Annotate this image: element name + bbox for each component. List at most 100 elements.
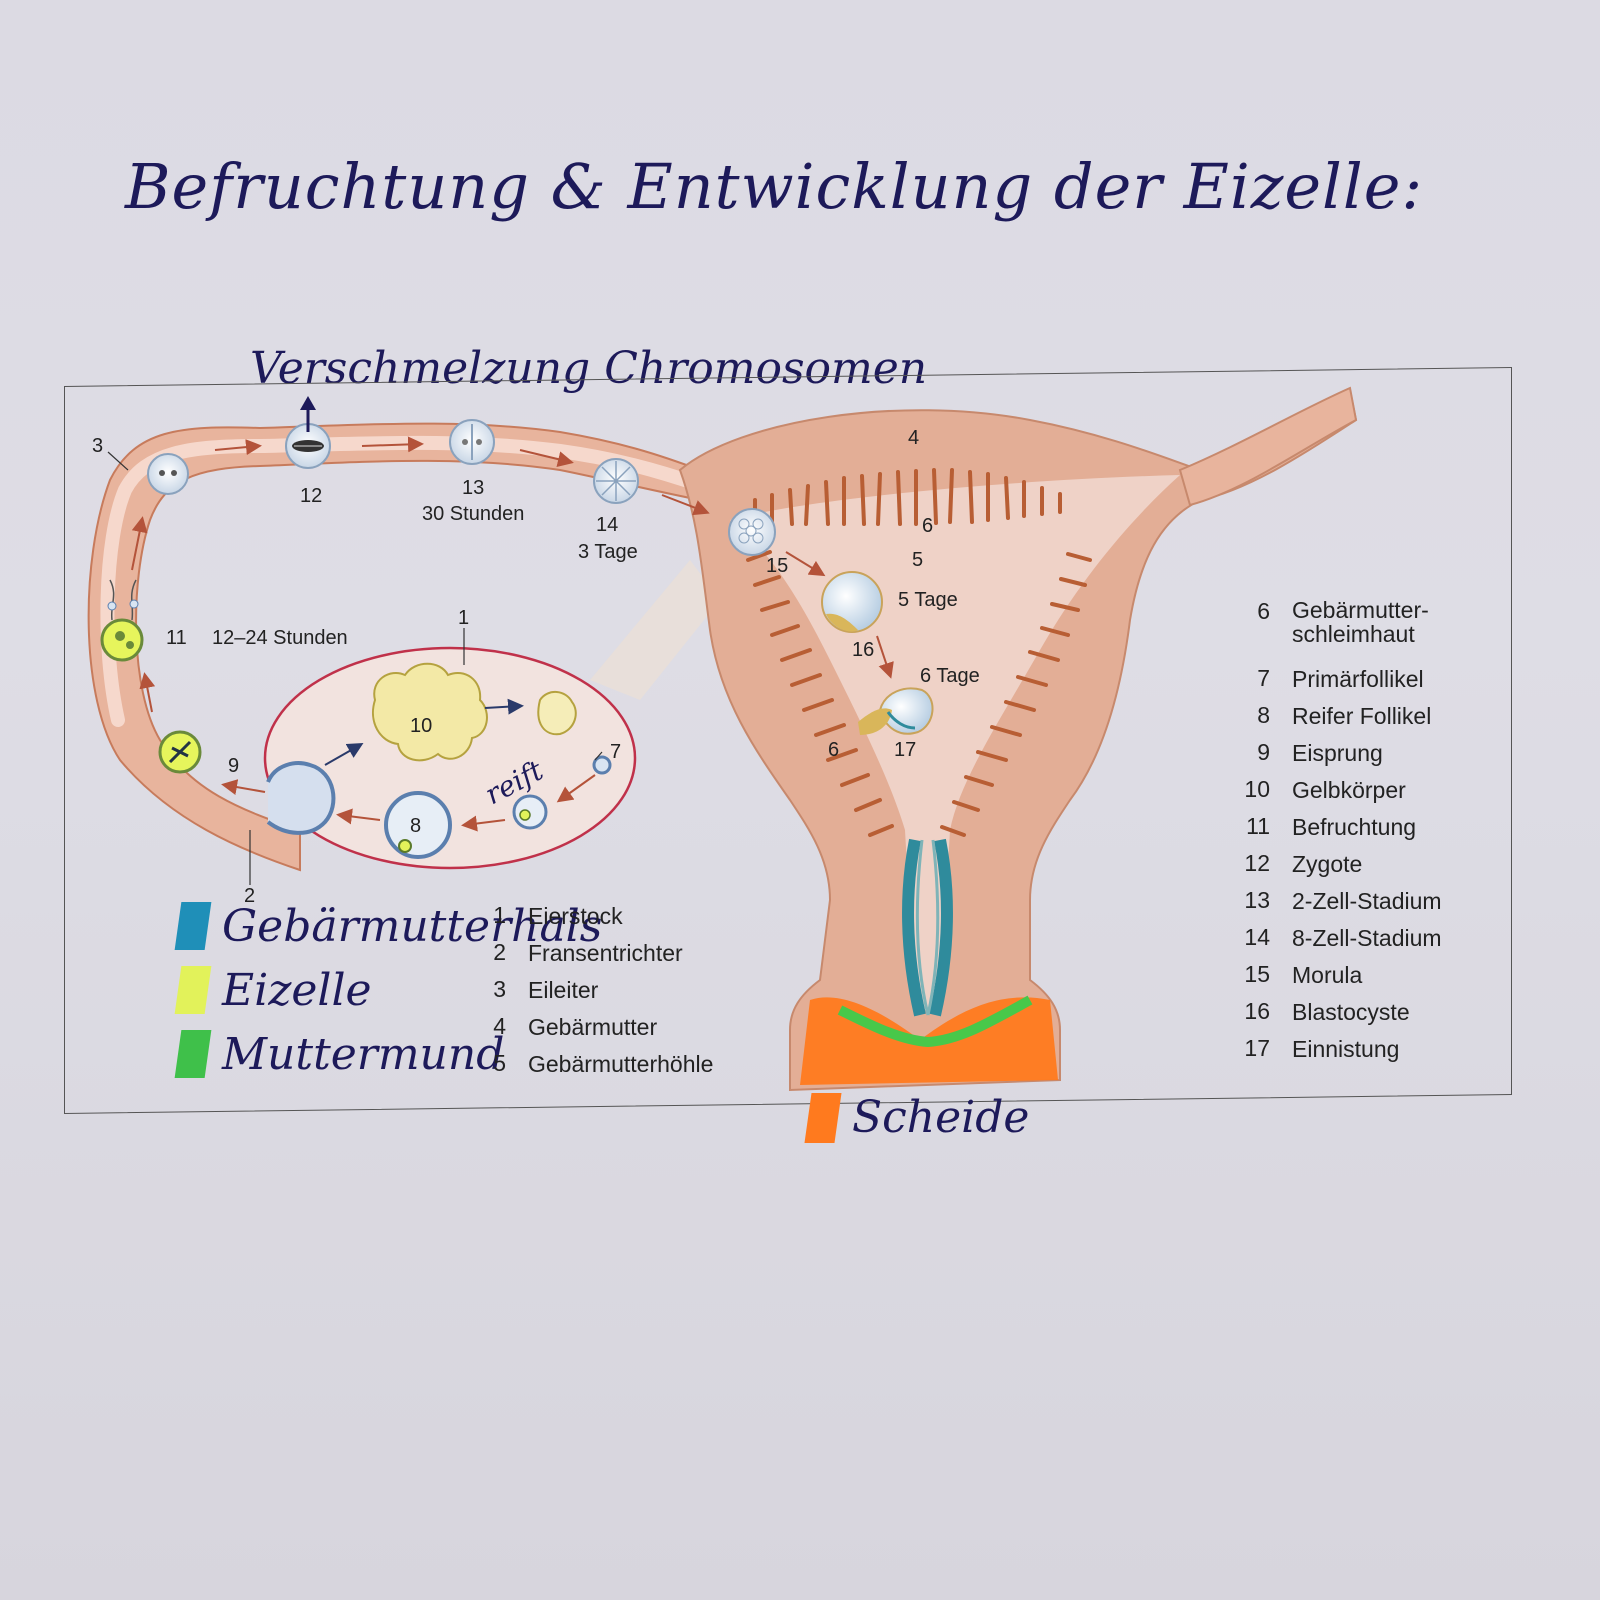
- leader-line: [107, 451, 129, 471]
- endometrium-right: [940, 552, 1092, 837]
- cervix: [902, 838, 926, 1017]
- os-swatch: [174, 1030, 212, 1078]
- label-12-24-hours: 12–24 Stunden: [212, 627, 348, 649]
- endometrium-top: [753, 468, 1062, 526]
- label-17: 17: [894, 739, 916, 761]
- transport-arrow: [131, 516, 148, 571]
- fertilization-cell: [100, 579, 144, 662]
- color-key: Gebärmutterhals Eizelle Muttermund: [174, 894, 603, 1086]
- color-key-row: Gebärmutterhals: [174, 894, 603, 958]
- morula-cell: [728, 508, 776, 556]
- ovary-arrow: [556, 774, 596, 803]
- leader-line: [594, 751, 603, 761]
- label-14: 14: [596, 514, 618, 536]
- transport-arrow: [139, 672, 156, 713]
- label-16: 16: [852, 639, 874, 661]
- corpus-albicans: [537, 691, 577, 736]
- cervix-canal: [915, 839, 940, 1016]
- label-12: 12: [300, 485, 322, 507]
- label-3: 3: [92, 435, 103, 457]
- implanting-blastocyst: [858, 687, 934, 735]
- cervix-right: [929, 838, 953, 1017]
- color-key-label: Gebärmutterhals: [222, 900, 603, 952]
- label-30-hours: 30 Stunden: [422, 503, 524, 525]
- label-4: 4: [908, 427, 919, 449]
- transport-arrow: [785, 551, 826, 577]
- growing-follicle: [512, 794, 548, 830]
- transport-arrow: [361, 436, 424, 453]
- vagina-key-label: Scheide: [852, 1092, 1030, 1143]
- label-6-left: 6: [828, 739, 839, 761]
- label-8: 8: [410, 815, 421, 837]
- label-10: 10: [410, 715, 432, 737]
- blastocyst-cell: [821, 571, 883, 633]
- ovary-arrow: [484, 698, 524, 715]
- endometrium-left: [746, 550, 894, 837]
- egg-swatch: [174, 966, 212, 1014]
- ovary-arrow: [336, 808, 381, 825]
- label-9: 9: [228, 755, 239, 777]
- label-15: 15: [766, 555, 788, 577]
- label-6-top: 6: [922, 515, 933, 537]
- page-title: Befruchtung & Entwicklung der Eizelle:: [125, 150, 1424, 223]
- label-6-days: 6 Tage: [920, 665, 980, 687]
- external-os: [837, 995, 1033, 1048]
- ovarian-ligament: [590, 560, 720, 700]
- egg-after-ovulation: [158, 730, 202, 774]
- note-arrowhead: [300, 396, 316, 410]
- chromosome-fusion-note: Verschmelzung Chromosomen: [250, 343, 928, 394]
- follicle-oocyte: [398, 839, 412, 853]
- color-key-row: Muttermund: [174, 1022, 602, 1086]
- growing-follicle-oocyte: [519, 809, 531, 821]
- transport-arrow: [214, 439, 262, 456]
- label-13: 13: [462, 477, 484, 499]
- vagina-key: Scheide: [804, 1092, 1030, 1143]
- transport-arrow: [519, 449, 574, 467]
- primary-follicle: [592, 755, 612, 775]
- label-5: 5: [912, 549, 923, 571]
- color-key-label: Eizelle: [222, 964, 372, 1016]
- cervix-swatch: [174, 902, 212, 950]
- label-5-days: 5 Tage: [898, 589, 958, 611]
- ovary-arrow: [324, 743, 364, 766]
- ovary-arrow: [461, 815, 506, 832]
- ovulation-arrow: [221, 779, 266, 795]
- color-key-row: Eizelle: [174, 958, 602, 1022]
- color-key-label: Muttermund: [222, 1028, 505, 1080]
- label-1: 1: [458, 607, 469, 629]
- pronuclei-cell: [147, 453, 189, 495]
- transport-arrow: [661, 494, 710, 516]
- label-3-days: 3 Tage: [578, 541, 638, 563]
- two-cell-stage: [449, 419, 495, 465]
- transport-arrow: [876, 635, 894, 679]
- label-11: 11: [166, 627, 187, 649]
- label-2: 2: [244, 885, 255, 907]
- ruptured-follicle: [266, 761, 336, 835]
- label-7: 7: [610, 741, 621, 763]
- right-tube: [1178, 386, 1358, 507]
- corpus-luteum: [372, 662, 488, 762]
- vagina-swatch: [804, 1092, 842, 1143]
- eight-cell-stage: [593, 458, 639, 504]
